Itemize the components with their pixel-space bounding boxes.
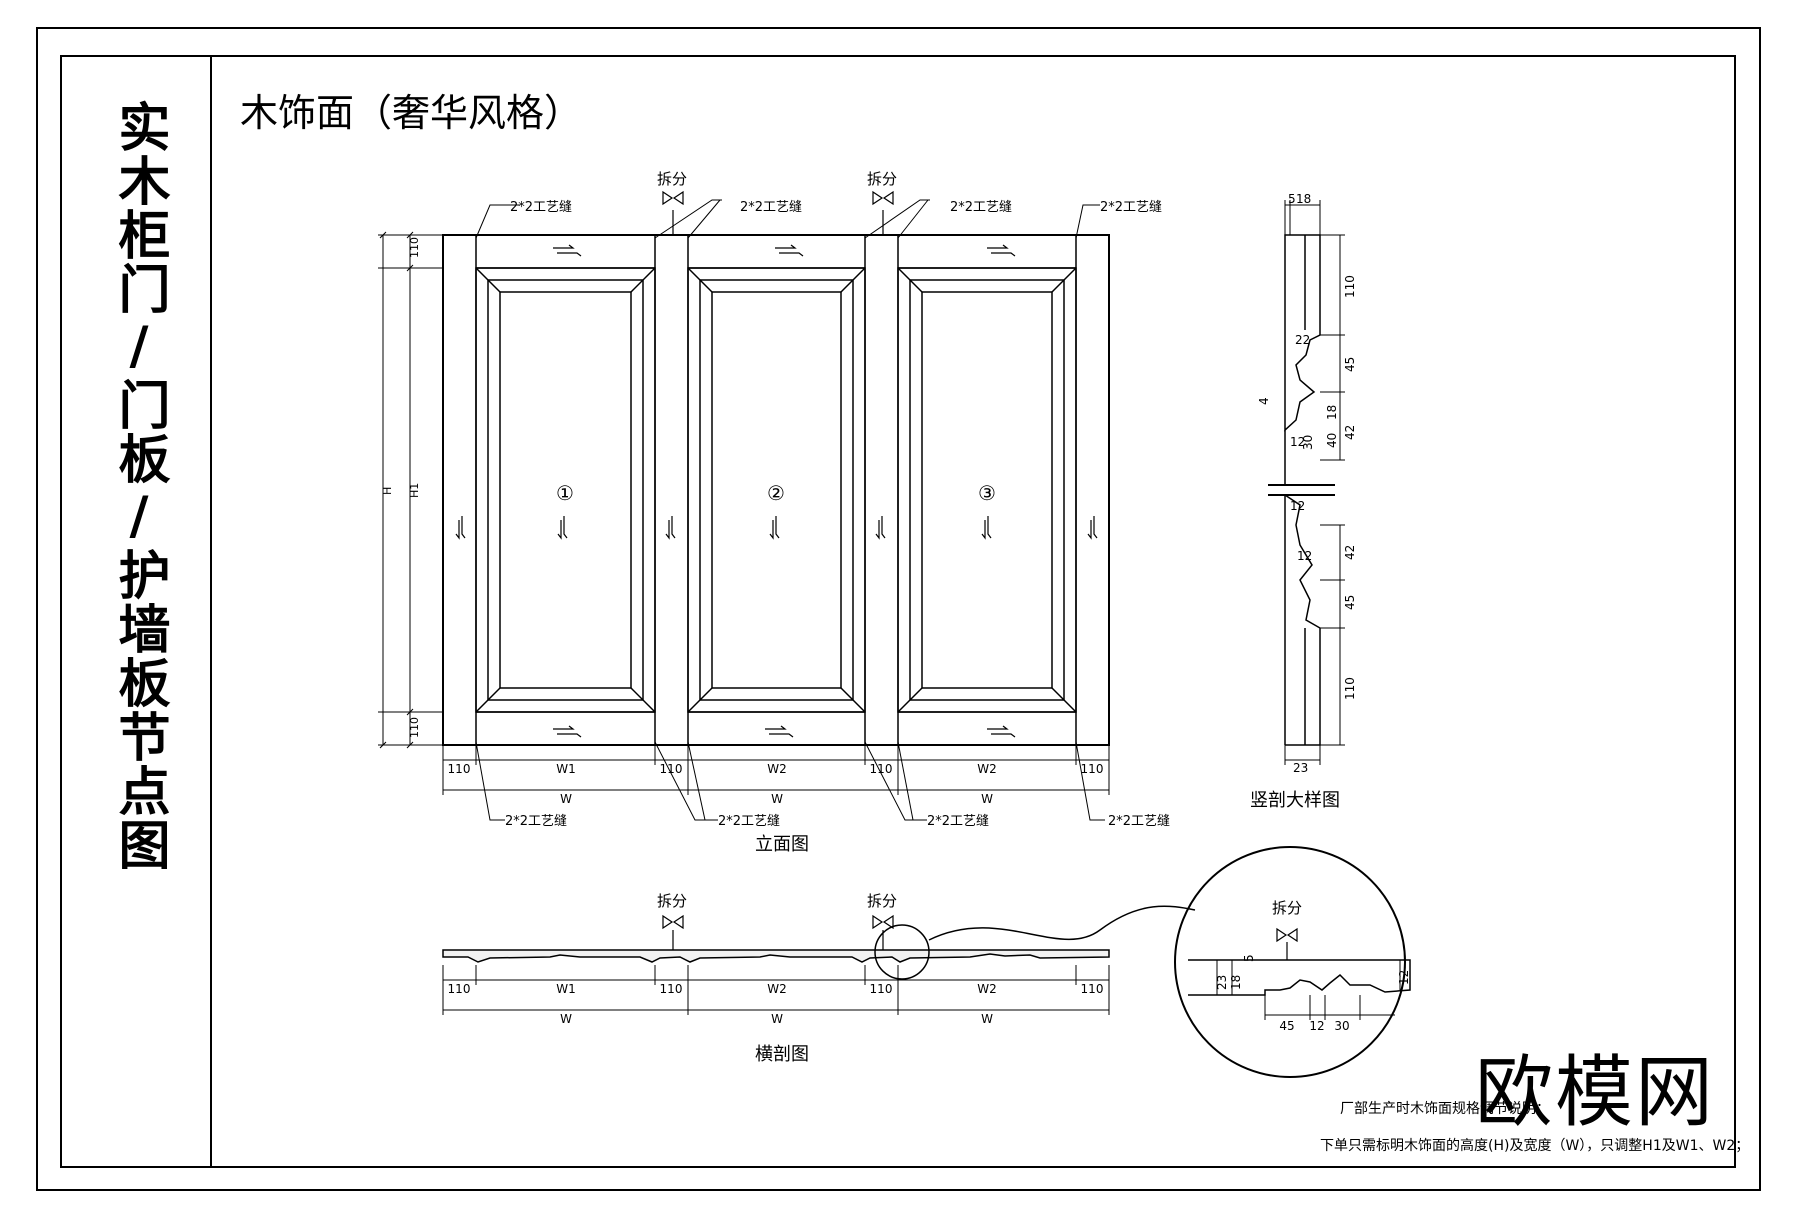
vsec-left-dim-6: 40 [1325,433,1339,448]
elevation-caption: 立面图 [755,834,809,855]
dim-bottom-3: 110 [660,762,683,776]
hsec-overall-3: W [981,1012,993,1026]
detail-dim-5: 5 [1242,954,1256,962]
vsec-left-dim-1: 22 [1295,333,1310,347]
vsec-left-dim-7: 12 [1290,499,1305,513]
enlarged-detail [1174,846,1411,1078]
seam-leaders-top [475,199,1100,239]
dim-h1: H1 [408,483,421,498]
vertical-section [1268,200,1345,765]
hsec-dim-2: W1 [556,982,576,996]
vsec-right-dim-5: 45 [1343,595,1357,610]
vsec-right-dim-2: 45 [1343,357,1357,372]
panel-number-1: ① [556,481,574,505]
split-markers-elevation [662,190,894,235]
vsec-left-dim-2: 4 [1257,397,1271,405]
vsec-top-dim-2: 18 [1296,192,1311,206]
dim-top-rail: 110 [408,237,421,258]
detail-dim-12-right: 12 [1397,970,1411,985]
split-label-2: 拆分 [867,170,897,188]
dim-bottom-5: 110 [870,762,893,776]
detail-dim-18: 18 [1229,975,1243,990]
side-divider [210,55,212,1168]
detail-dim-12: 12 [1309,1019,1324,1033]
drawing-title: 木饰面（奢华风格） [240,91,583,135]
vsec-right-dim-1: 110 [1343,275,1357,298]
elevation-vertical-dims [378,231,443,749]
elevation-view [378,190,1110,821]
hsec-overall-1: W [560,1012,572,1026]
horizontal-section [442,905,1196,1015]
vsec-top-dim-1: 5 [1288,192,1296,206]
detail-split-label: 拆分 [1272,899,1302,917]
dim-overall-2: W [771,792,783,806]
elevation-labels: 拆分 拆分 2*2工艺缝 2*2工艺缝 2*2工艺缝 2*2工艺缝 2*2工艺缝… [381,170,1170,855]
dim-bottom-6: W2 [977,762,997,776]
seam-leaders-bottom [475,741,1105,821]
vsec-left-dim-4: 12 [1290,435,1305,449]
dim-h: H [381,487,394,495]
seam-label-5: 2*2工艺缝 [505,814,567,829]
seam-label-7: 2*2工艺缝 [927,814,989,829]
note-line-2: 下单只需标明木饰面的高度(H)及宽度（W），只调整H1及W1、W2； [1320,1138,1750,1154]
note-line-1: 厂部生产时木饰面规格调节说明： [1340,1101,1550,1117]
hsec-split-label-1: 拆分 [657,892,687,910]
vsec-caption: 竖剖大样图 [1250,790,1340,811]
hsec-split-label-2: 拆分 [867,892,897,910]
hsec-overall-2: W [771,1012,783,1026]
elevation-horizontal-dims [442,745,1110,795]
dim-bottom-2: W1 [556,762,576,776]
seam-label-2: 2*2工艺缝 [740,200,802,215]
dim-overall-3: W [981,792,993,806]
side-title: 实木柜门/门板/护墙板节点图 [109,100,169,872]
outer-frame [36,27,1761,1191]
vsec-right-dim-4: 42 [1343,545,1357,560]
seam-label-1: 2*2工艺缝 [510,200,572,215]
seam-label-8: 2*2工艺缝 [1108,814,1170,829]
vsec-left-dim-8: 12 [1297,549,1312,563]
hsec-dim-4: W2 [767,982,787,996]
horizontal-section-labels: 拆分 拆分 110 W1 110 W2 110 W2 110 W W W 横剖图 [448,892,1104,1065]
dim-bottom-4: W2 [767,762,787,776]
detail-dim-30: 30 [1334,1019,1349,1033]
seam-label-3: 2*2工艺缝 [950,200,1012,215]
hsec-caption: 横剖图 [755,1044,809,1065]
detail-dim-23: 23 [1215,975,1229,990]
panel-number-3: ③ [978,481,996,505]
hsec-dim-3: 110 [660,982,683,996]
vsec-right-dim-3: 42 [1343,425,1357,440]
seam-label-4: 2*2工艺缝 [1100,200,1162,215]
hsec-dim-6: W2 [977,982,997,996]
vsec-bottom-dim: 23 [1293,761,1308,775]
dim-bottom-1: 110 [448,762,471,776]
vsec-right-dim-6: 110 [1343,677,1357,700]
dim-bottom-7: 110 [1081,762,1104,776]
hsec-dim-5: 110 [870,982,893,996]
hsec-dim-7: 110 [1081,982,1104,996]
door-panel-2 [687,267,866,713]
vsec-left-dim-3: 18 [1325,405,1339,420]
dim-bottom-rail: 110 [408,717,421,738]
door-panel-1 [475,267,656,713]
seam-label-6: 2*2工艺缝 [718,814,780,829]
inner-frame [60,55,1736,1168]
detail-labels: 拆分 23 18 5 45 12 30 12 [1215,899,1411,1033]
vertical-section-labels: 5 18 110 45 42 42 45 110 22 4 18 12 30 4… [1250,192,1357,811]
grain-arrows [455,244,1098,738]
hsec-dim-1: 110 [448,982,471,996]
door-panel-3 [897,267,1077,713]
vsec-left-dim-5: 30 [1301,435,1315,450]
brand-logo-text: 欧模网 [1475,1048,1716,1138]
split-label-1: 拆分 [657,170,687,188]
dim-overall-1: W [560,792,572,806]
panel-number-2: ② [767,481,785,505]
detail-dim-45: 45 [1279,1019,1294,1033]
